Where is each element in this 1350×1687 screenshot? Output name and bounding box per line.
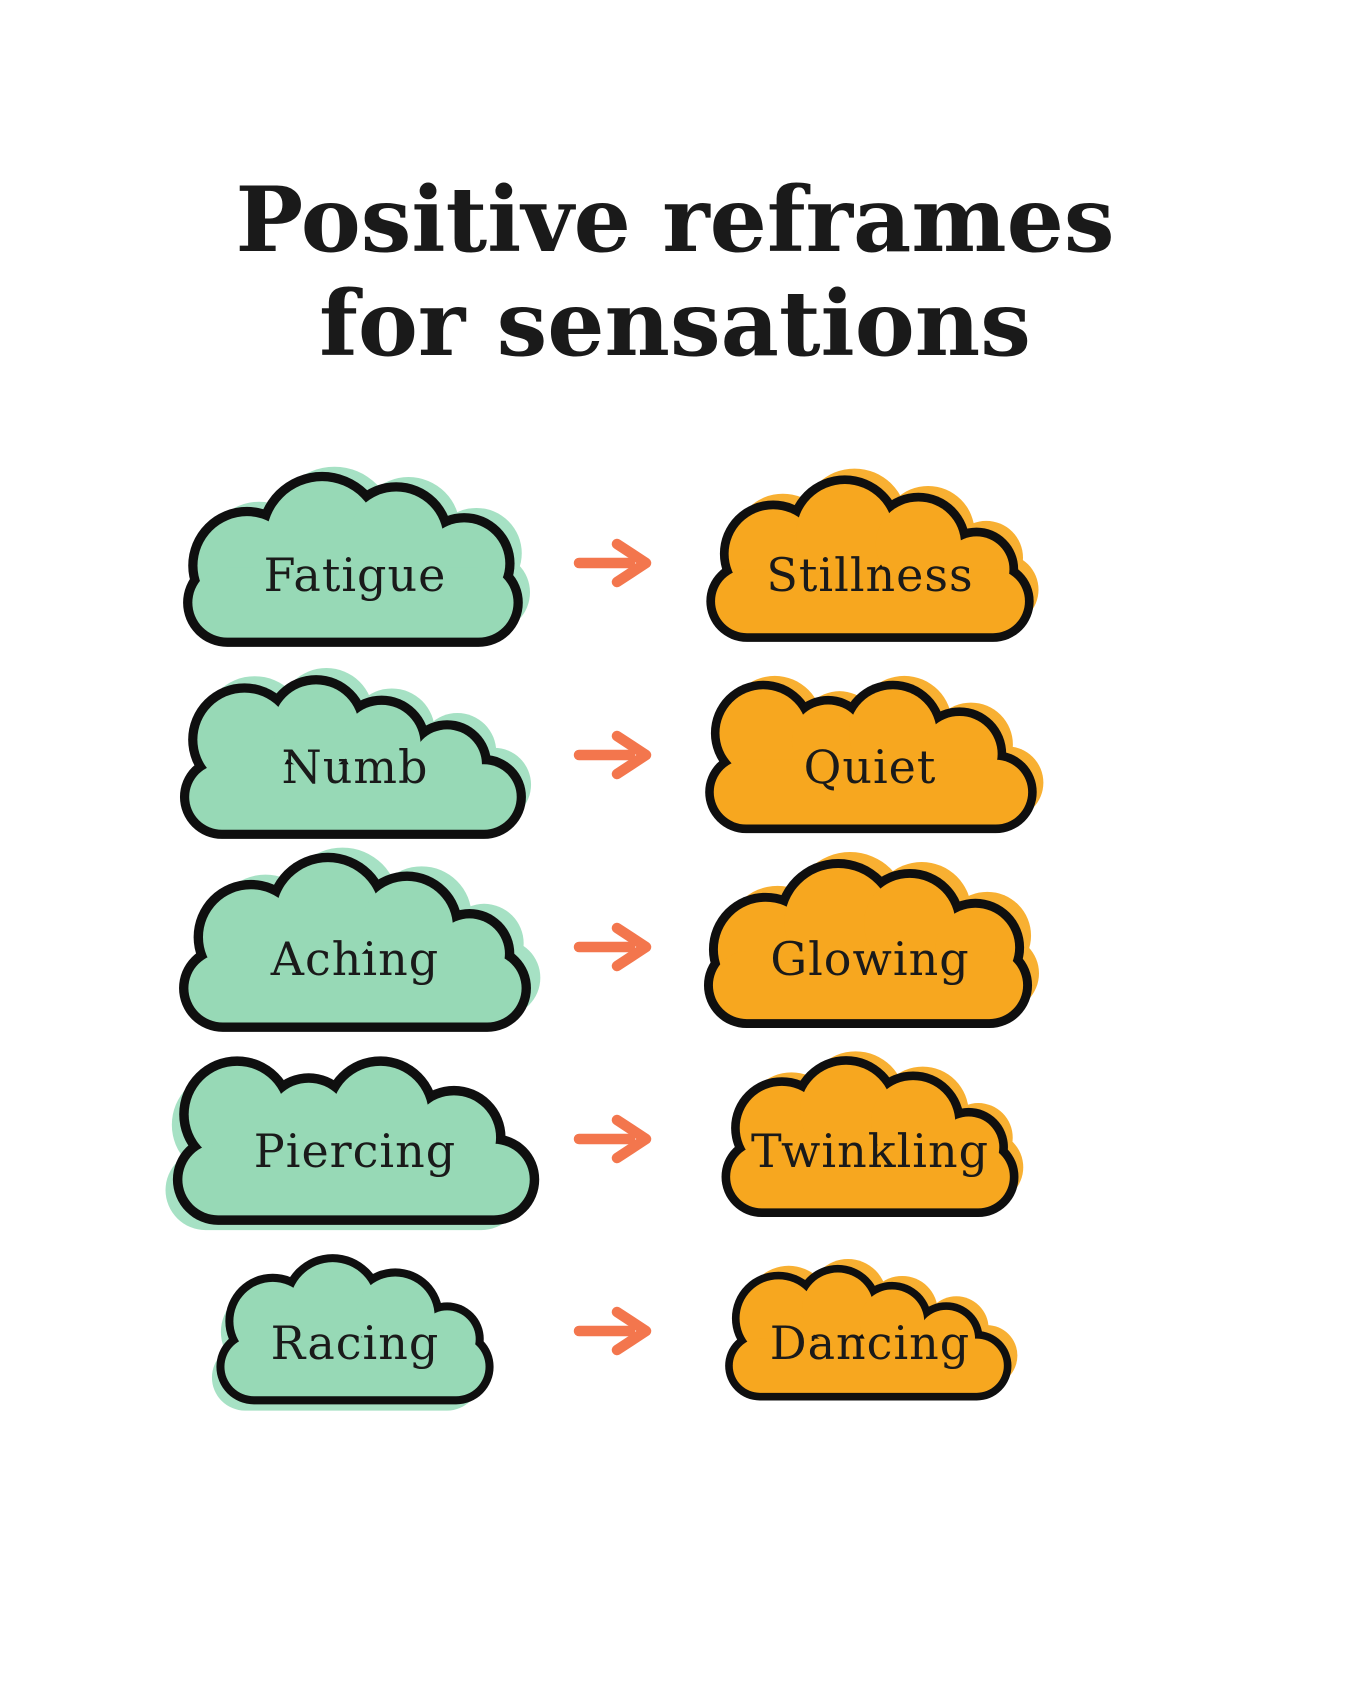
reframe-row-aching: Aching Glowing: [0, 847, 1350, 1043]
orange-cloud-shape: [688, 1051, 1052, 1220]
reframe-cloud-quiet: Quiet: [689, 674, 1051, 836]
arrow-right-icon: [572, 1304, 658, 1358]
arrow-right-icon: [572, 536, 658, 590]
sensation-cloud-fatigue: Fatigue: [159, 467, 551, 650]
title-line-2: for sensations: [319, 271, 1031, 378]
sensation-cloud-piercing: Piercing: [155, 1049, 555, 1231]
green-cloud-shape: [157, 847, 553, 1035]
reframe-rows: Fatigue Stillness Numb Quiet Aching: [0, 467, 1350, 1427]
reframe-cloud-twinkling: Twinkling: [688, 1051, 1052, 1220]
reframe-cloud-glowing: Glowing: [681, 852, 1059, 1031]
green-cloud-shape: [185, 1253, 525, 1411]
sensation-cloud-aching: Aching: [157, 847, 553, 1035]
reframe-row-numb: Numb Quiet: [0, 659, 1350, 851]
sensation-cloud-numb: Numb: [160, 667, 550, 842]
arrow-right-icon: [572, 1112, 658, 1166]
orange-cloud-shape: [689, 674, 1051, 836]
reframe-cloud-stillness: Stillness: [686, 468, 1054, 645]
reframe-row-piercing: Piercing Twinkling: [0, 1043, 1350, 1235]
orange-cloud-shape: [686, 468, 1054, 645]
green-cloud-shape: [160, 667, 550, 842]
sensation-cloud-racing: Racing: [185, 1253, 525, 1411]
title-line-1: Positive reframes: [235, 167, 1115, 273]
reframe-row-fatigue: Fatigue Stillness: [0, 467, 1350, 659]
page-title: Positive reframes for sensations: [0, 0, 1350, 377]
green-cloud-shape: [155, 1049, 555, 1231]
arrow-right-icon: [572, 728, 658, 782]
green-cloud-shape: [159, 467, 551, 650]
reframe-cloud-dancing: Dancing: [709, 1258, 1031, 1403]
reframe-row-racing: Racing Dancing: [0, 1235, 1350, 1427]
orange-cloud-shape: [709, 1258, 1031, 1403]
arrow-right-icon: [572, 920, 658, 974]
orange-cloud-shape: [681, 852, 1059, 1031]
